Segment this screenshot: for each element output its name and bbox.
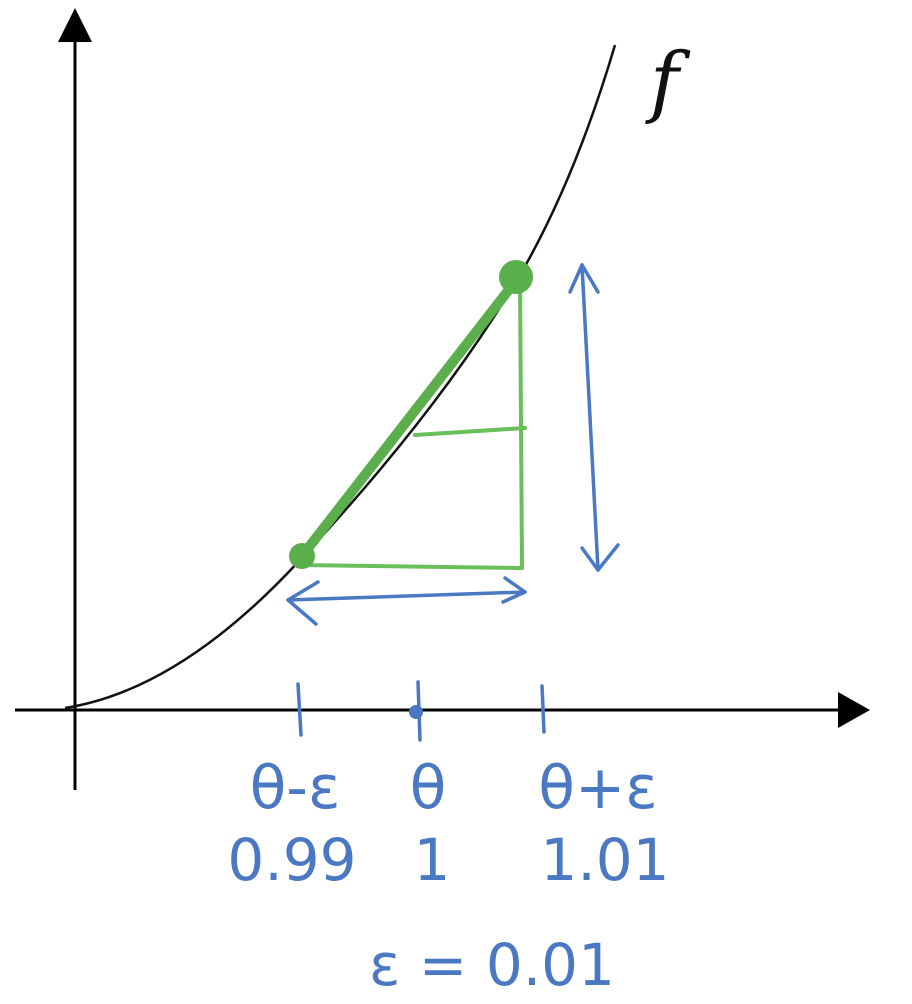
triangle-base: [298, 563, 522, 570]
y-axis-arrowhead: [58, 8, 92, 42]
tick-theta-plus-eps: [540, 684, 546, 734]
epsilon-note: ε = 0.01: [369, 931, 615, 999]
tick-value-theta: 1: [414, 826, 451, 894]
triangle-vertical: [518, 276, 524, 570]
tick-label-theta: θ: [410, 753, 447, 823]
secant-point-right: [499, 260, 533, 294]
function-curve: [64, 44, 617, 710]
rise-arrow: [568, 263, 620, 572]
secant-point-left: [289, 543, 315, 569]
tick-value-theta-plus-eps: 1.01: [540, 826, 669, 894]
axes: [15, 40, 845, 790]
tick-label-theta-minus-eps: θ-ε: [250, 753, 341, 823]
tick-value-theta-minus-eps: 0.99: [227, 826, 356, 894]
x-axis-arrowhead: [838, 692, 870, 728]
triangle-midline: [413, 426, 527, 437]
tick-label-theta-plus-eps: θ+ε: [538, 753, 657, 823]
function-label: f: [645, 37, 691, 127]
tick-theta-minus-eps: [296, 682, 303, 737]
secant-line: [297, 273, 523, 561]
run-arrow: [286, 576, 527, 626]
theta-dot: [409, 705, 423, 719]
secant-triangle: [298, 276, 527, 570]
